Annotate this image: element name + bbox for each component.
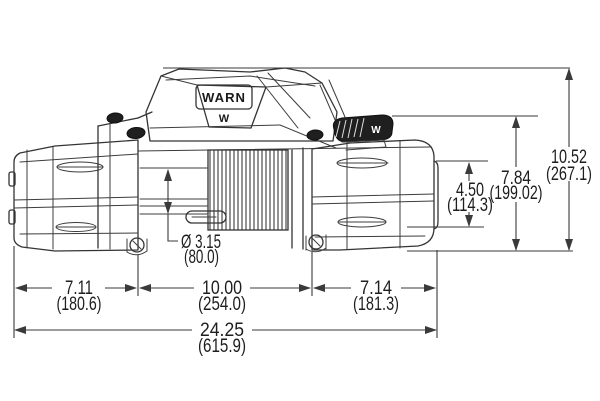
dim-drum-diameter-inches: Ø 3.15 [181,232,221,253]
dim-gear-width-mm: (181.3) [353,294,399,315]
clutch-lever: W [319,79,394,151]
motor-vent-slots [55,161,104,232]
warn-logo-badge: WARN W [195,84,253,125]
support-bracket [97,111,153,250]
dim-clutch-height: 7.84 (199.02) [490,116,543,251]
clutch-w-mark: W [371,125,381,136]
dim-clutch-height-inches: 7.84 [501,168,531,189]
dim-drum-diameter-mm: (80.0) [184,247,219,268]
dim-overall-height-inches: 10.52 [551,147,587,168]
motor-housing [8,139,139,252]
dim-overall-height-mm: (267.1) [546,164,592,185]
dim-overall-width: 24.25 (615.9) [14,320,437,357]
mounting-feet [126,234,327,256]
dim-drum-width: 10.00 (254.0) [139,278,311,315]
dim-motor-width: 7.11 (180.6) [15,278,137,315]
dim-overall-height: 10.52 (267.1) [546,68,592,251]
dim-drum-width-mm: (254.0) [198,294,246,315]
clutch-lever-hatching [335,117,365,139]
warn-logo-text: WARN [202,90,246,105]
tie-rod-bolt-right [306,129,324,141]
gear-housing-slots [336,157,389,228]
control-pack: WARN W [145,67,338,149]
dim-motor-width-mm: (180.6) [57,294,102,315]
dim-drum-height: 4.50 (114.3) [407,160,493,228]
dim-clutch-height-mm: (199.02) [490,183,543,204]
dim-drum-width-inches: 10.00 [202,278,242,299]
dim-gear-width-inches: 7.14 [360,278,392,299]
dim-overall-width-mm: (615.9) [198,336,246,357]
tie-rod-bolt-inner [126,126,146,140]
tie-rod-bolt-left [106,112,124,124]
dim-drum-diameter: Ø 3.15 (80.0) [164,169,221,268]
rope-drum [139,147,304,250]
dim-overall-width-inches: 24.25 [200,320,244,341]
dim-drum-height-inches: 4.50 [456,180,484,201]
gear-housing [306,129,439,251]
rope-coils [207,149,289,231]
dim-drum-height-mm: (114.3) [447,195,493,216]
rope-anchor-tab [185,210,227,224]
extension-lines [13,246,438,338]
mounting-foot-right [305,234,327,253]
dim-motor-width-inches: 7.11 [65,278,93,299]
mounting-foot-left [126,237,148,256]
dim-gear-width: 7.14 (181.3) [313,278,436,315]
warn-w-mark: W [219,113,230,125]
